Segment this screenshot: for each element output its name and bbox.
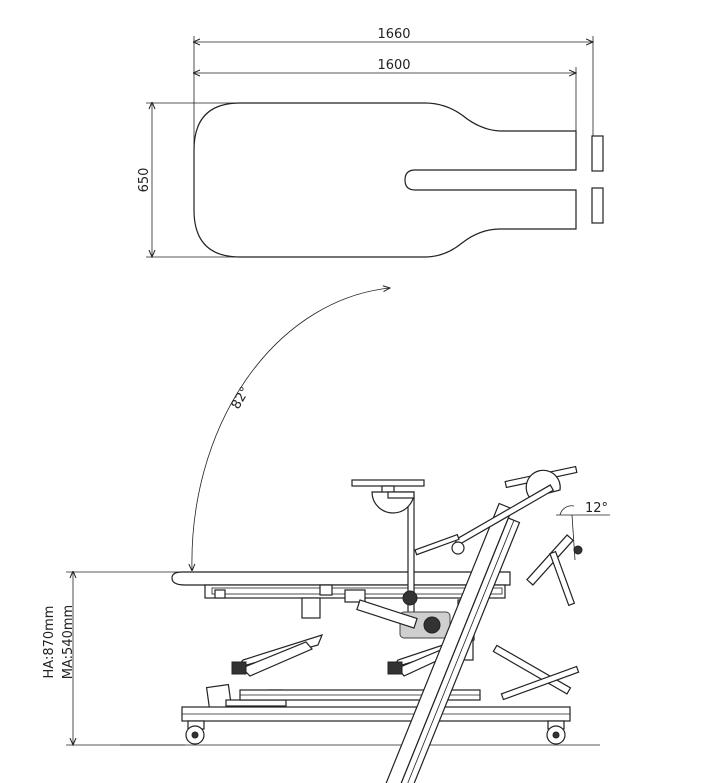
foot-angle-label: 12° [585,501,608,516]
dim-label-1600: 1600 [377,58,410,73]
scissor-arm-left-2 [240,641,313,677]
tilted-foot-board [526,534,574,586]
tilted-arm-crossbar [414,533,460,556]
max-height-label: HA:870mm [42,606,57,679]
head-cushion-upper [591,135,604,172]
actuator-pivot [402,590,418,606]
table-top-side [171,571,511,586]
table-top-outline [193,102,577,258]
scissor-block-left [231,661,247,675]
foot-pedal-lever [225,699,287,707]
top-view: 1660 1600 650 [137,27,604,258]
top-frame-bracket-1 [214,589,226,599]
tilted-table [374,502,521,783]
foot-angle-tilt-line [571,514,576,561]
head-cushion-lower [591,187,604,224]
tilted-foot-board-2 [549,550,576,607]
actuator-rod [356,599,418,629]
side-view: 82° HA:870mm MA:540mm [42,288,610,783]
min-height-label: MA:540mm [61,605,76,679]
arm-rest-tray [351,479,425,487]
tilted-headrest-2 [500,665,580,701]
tilted-arm-pivot [451,541,465,555]
lift-column-left [301,597,321,619]
top-frame-bracket-3 [344,589,366,603]
dim-label-650: 650 [137,168,152,193]
dim-label-1660: 1660 [377,27,410,42]
top-frame-bracket-2 [319,584,333,596]
tilted-foot-pivot [573,545,583,555]
caster-hub-left [191,731,199,739]
arm-rest-horizontal-bar [387,491,415,499]
caster-hub-right [552,731,560,739]
tilt-arc [192,288,390,570]
foot-angle-arc [559,505,575,516]
tilt-angle-label: 82° [229,385,254,412]
tilted-table-frame-seam [401,520,515,783]
scissor-block-right [387,661,403,675]
motor-hub [423,616,441,634]
